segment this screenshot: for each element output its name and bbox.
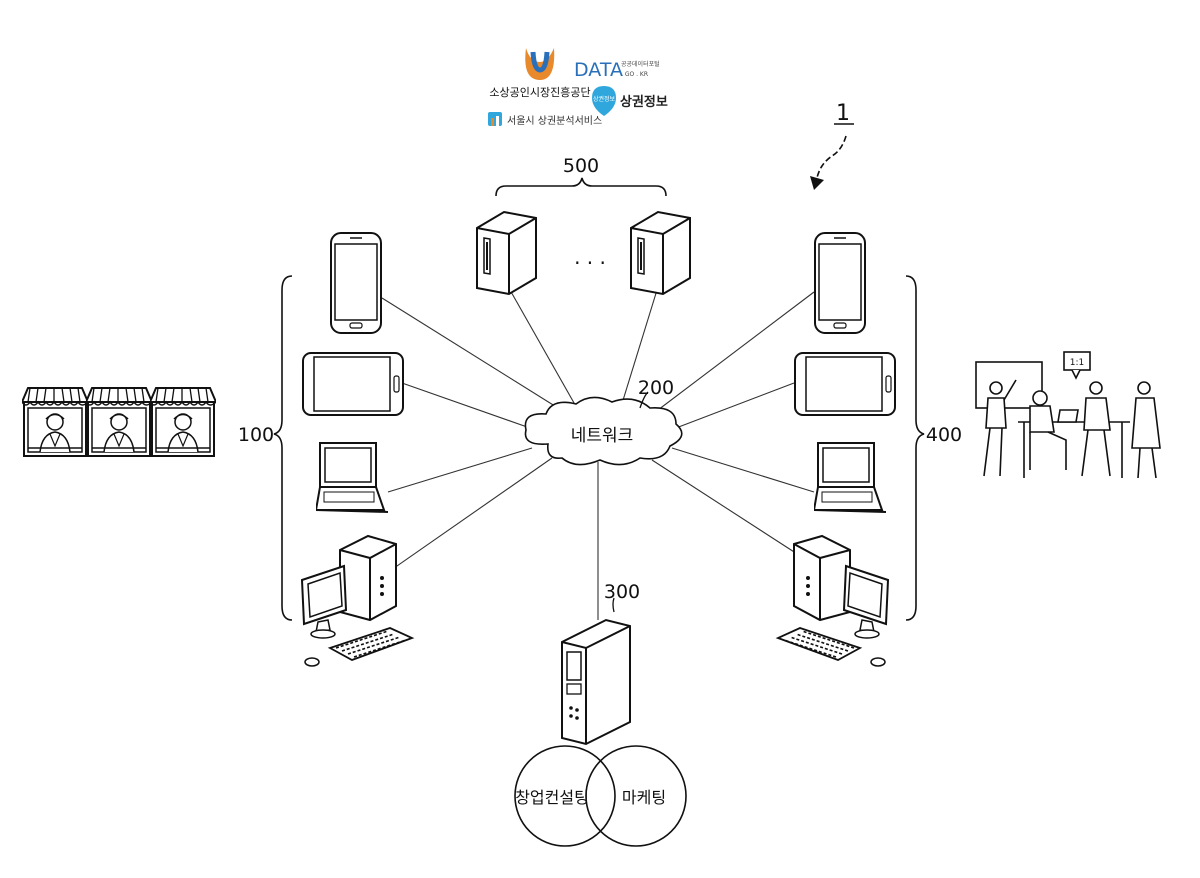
link-shop-laptop (388, 448, 532, 492)
expert-group-label: 400 (926, 424, 962, 446)
meeting-bubble-text: 1:1 (1070, 358, 1084, 368)
services-venn: 창업컨설팅 마케팅 (515, 746, 686, 846)
commercial-info-text: 상권정보 (620, 94, 668, 110)
data-logo-sub-kr: 공공데이터포털 (621, 60, 660, 68)
shop-stall-icon (150, 388, 216, 456)
seoul-logo-icon (488, 112, 502, 126)
expert-group-brace (906, 276, 924, 620)
shop-stall-icon (86, 388, 152, 456)
system-reference-label: 1 (836, 101, 850, 126)
data-logo-main: DATA (574, 59, 623, 81)
system-reference-arrow-icon (816, 136, 846, 182)
link-expert-tablet (676, 383, 794, 428)
servers-ellipsis: . . . (574, 245, 606, 269)
marketing-text: 마케팅 (622, 788, 666, 807)
data-logo-sub-en: . GO . KR (621, 71, 648, 78)
laptop-icon (814, 443, 886, 512)
small-business-shops (22, 388, 216, 456)
data-source-logos: 소상공인시장진흥공단 DATA 공공데이터포털 . GO . KR 상권정보 상… (488, 48, 668, 127)
link-expert-laptop (672, 448, 814, 492)
desktop-pc-icon (302, 536, 412, 666)
data-servers-group: 500 . . . (477, 155, 690, 294)
tablet-icon (303, 353, 403, 415)
link-shop-tablet (402, 383, 530, 428)
seoul-service-text: 서울시 상권분석서비스 (507, 115, 602, 127)
data-servers-brace (496, 178, 666, 196)
smartphone-icon (815, 233, 865, 333)
desktop-pc-icon (778, 536, 888, 666)
link-shop-phone (382, 298, 566, 413)
consulting-server-group: 300 (562, 581, 640, 744)
consulting-text: 창업컨설팅 (515, 788, 589, 807)
server-tower-icon (631, 212, 690, 294)
network-cloud: 네트워크 200 (525, 377, 681, 465)
commercial-info-logo: 상권정보 상권정보 (592, 86, 668, 116)
shop-group-label: 100 (238, 424, 274, 446)
tablet-icon (795, 353, 895, 415)
server-tower-icon (477, 212, 536, 294)
smartphone-icon (331, 233, 381, 333)
laptop-icon (316, 443, 388, 512)
consultants-meeting-icon: 1:1 (976, 352, 1160, 478)
data-go-kr-logo: DATA 공공데이터포털 . GO . KR (574, 59, 660, 81)
data-servers-label: 500 (563, 155, 599, 177)
network-text: 네트워크 (571, 426, 634, 446)
seoul-service-logo: 서울시 상권분석서비스 (488, 112, 602, 127)
network-label: 200 (638, 377, 674, 399)
shop-group-brace (274, 276, 292, 620)
shop-owner-devices-group: 100 (238, 233, 412, 666)
commercial-info-badge-text: 상권정보 (593, 95, 616, 103)
semas-logo-text: 소상공인시장진흥공단 (489, 85, 590, 99)
system-reference: 1 (810, 101, 854, 190)
link-server-a (510, 290, 578, 410)
link-shop-desktop (374, 458, 552, 582)
shop-stall-icon (22, 388, 88, 456)
consult-server-label: 300 (604, 581, 640, 603)
link-expert-phone (654, 292, 814, 413)
